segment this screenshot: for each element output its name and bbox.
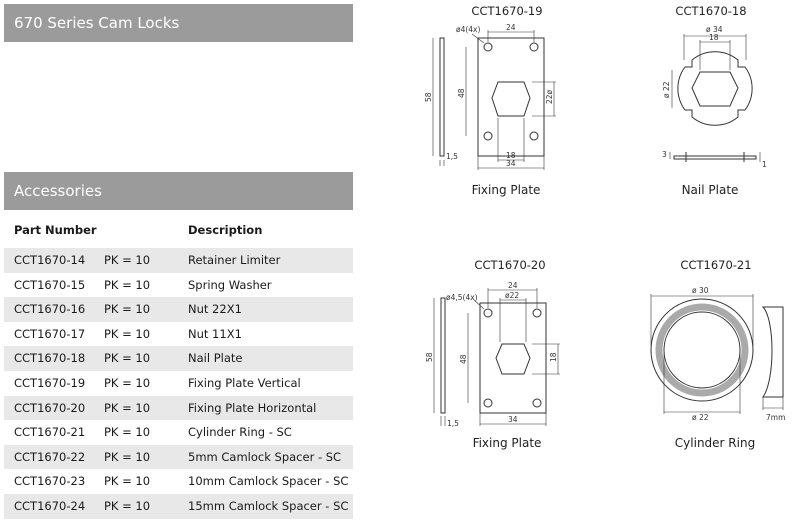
- table-row: CCT1670-23 PK = 10 10mm Camlock Spacer - S…: [4, 469, 353, 494]
- dim-label: 34: [506, 159, 516, 168]
- dim-label: 58: [424, 92, 433, 102]
- table-row: CCT1670-21 PK = 10 Cylinder Ring - SC: [4, 420, 353, 445]
- part-description: Cylinder Ring - SC: [188, 425, 292, 440]
- dim-label: 24: [508, 281, 518, 290]
- part-description: 5mm Camlock Spacer - SC: [188, 449, 342, 464]
- part-number: CCT1670-22: [14, 449, 86, 464]
- table-row: CCT1670-17 PK = 10 Nut 11X1: [4, 322, 353, 347]
- pack-qty: PK = 10: [104, 326, 151, 341]
- part-description: Spring Washer: [188, 277, 272, 292]
- pack-qty: PK = 10: [104, 253, 151, 267]
- dim-label: 22ø: [545, 89, 554, 104]
- dim-label: 1,5: [447, 419, 459, 428]
- dim-label: 1,5: [446, 152, 458, 161]
- dim-label: 3: [662, 150, 667, 159]
- pack-qty: PK = 10: [104, 302, 151, 317]
- part-number: CCT1670-15: [14, 277, 86, 292]
- pack-qty: PK = 10: [104, 351, 151, 366]
- fixing-plate-vertical-drawing: ø4(4x) 24 58 48 22ø 18 34 1,5: [424, 23, 556, 170]
- part-description: Retainer Limiter: [188, 253, 281, 267]
- part-description: Nail Plate: [188, 351, 243, 366]
- dim-label: 24: [506, 23, 516, 32]
- part-number: CCT1670-17: [14, 326, 86, 341]
- part-description: Nut 22X1: [188, 302, 242, 317]
- dim-label: 34: [508, 415, 518, 424]
- nail-plate-drawing: ø 34 18 ø 22 3 1: [662, 25, 767, 169]
- dim-label: ø 22: [692, 413, 709, 422]
- dim-label: ø22: [505, 291, 519, 300]
- part-description: Fixing Plate Vertical: [188, 375, 301, 390]
- dim-label: ø 22: [662, 81, 671, 98]
- cylinder-ring-drawing: ø 30 ø 22 7mm: [650, 286, 785, 422]
- table-row: CCT1670-14 PK = 10 Retainer Limiter: [4, 248, 353, 273]
- part-number: CCT1670-14: [14, 253, 86, 267]
- part-number: CCT1670-21: [14, 425, 86, 440]
- drawing-caption-19: Fixing Plate: [471, 183, 541, 197]
- fixing-plate-horizontal-drawing: ø4,5(4x) 24 ø22 58 48 18 34 1,5: [425, 281, 560, 428]
- drawing-code-18: CCT1670-18: [675, 4, 747, 18]
- drawing-caption-18: Nail Plate: [681, 183, 739, 197]
- table-row: CCT1670-19 PK = 10 Fixing Plate Vertical: [4, 371, 353, 396]
- part-description: Fixing Plate Horizontal: [188, 400, 317, 415]
- drawing-code-19: CCT1670-19: [471, 4, 543, 18]
- dim-label: 18: [506, 151, 516, 160]
- dim-label: 18: [549, 352, 558, 362]
- table-row: CCT1670-16 PK = 10 Nut 22X1: [4, 297, 353, 322]
- dim-label: 58: [425, 352, 434, 362]
- table-header: Part Number Description: [4, 219, 353, 241]
- dim-label: 48: [459, 354, 468, 364]
- dim-label: ø4(4x): [456, 25, 480, 34]
- table-row: CCT1670-20 PK = 10 Fixing Plate Horizontal: [4, 395, 353, 421]
- drawing-code-20: CCT1670-20: [474, 258, 546, 272]
- table-row: CCT1670-24 PK = 10 15mm Camlock Spacer - S…: [4, 493, 353, 519]
- table-row: CCT1670-15 PK = 10 Spring Washer: [4, 273, 353, 298]
- pack-qty: PK = 10: [104, 277, 151, 292]
- dim-label: 1: [762, 160, 767, 169]
- dim-label: 7mm: [766, 413, 785, 422]
- part-number: CCT1670-20: [14, 400, 86, 415]
- col-part-number: Part Number: [14, 223, 97, 237]
- dim-label: ø 30: [692, 286, 709, 295]
- part-description: 15mm Camlock Spacer - SC: [188, 498, 349, 513]
- pack-qty: PK = 10: [104, 375, 151, 390]
- col-description: Description: [188, 223, 263, 237]
- page-title: 670 Series Cam Locks: [4, 4, 353, 42]
- dim-label: ø 34: [706, 25, 723, 34]
- pack-qty: PK = 10: [104, 498, 151, 513]
- pack-qty: PK = 10: [104, 400, 151, 415]
- part-number: CCT1670-19: [14, 375, 86, 390]
- pack-qty: PK = 10: [104, 425, 151, 440]
- part-description: 10mm Camlock Spacer - SC: [188, 474, 349, 489]
- accessories-table: CCT1670-14 PK = 10 Retainer Limiter CCT167…: [4, 248, 353, 519]
- part-description: Nut 11X1: [188, 326, 242, 341]
- drawing-caption-21: Cylinder Ring: [674, 436, 756, 450]
- table-row: CCT1670-18 PK = 10 Nail Plate: [4, 346, 353, 371]
- pack-qty: PK = 10: [104, 474, 151, 489]
- dim-label: ø4,5(4x): [446, 293, 478, 302]
- pack-qty: PK = 10: [104, 449, 151, 464]
- part-number: CCT1670-24: [14, 498, 86, 513]
- drawing-code-21: CCT1670-21: [680, 258, 752, 272]
- dim-label: 48: [457, 88, 466, 98]
- accessories-heading: Accessories: [4, 172, 353, 210]
- drawing-caption-20: Fixing Plate: [472, 436, 542, 450]
- part-number: CCT1670-18: [14, 351, 86, 366]
- part-number: CCT1670-16: [14, 302, 86, 317]
- table-row: CCT1670-22 PK = 10 5mm Camlock Spacer - SC: [4, 444, 353, 470]
- part-number: CCT1670-23: [14, 474, 86, 489]
- dim-label: 18: [709, 33, 719, 42]
